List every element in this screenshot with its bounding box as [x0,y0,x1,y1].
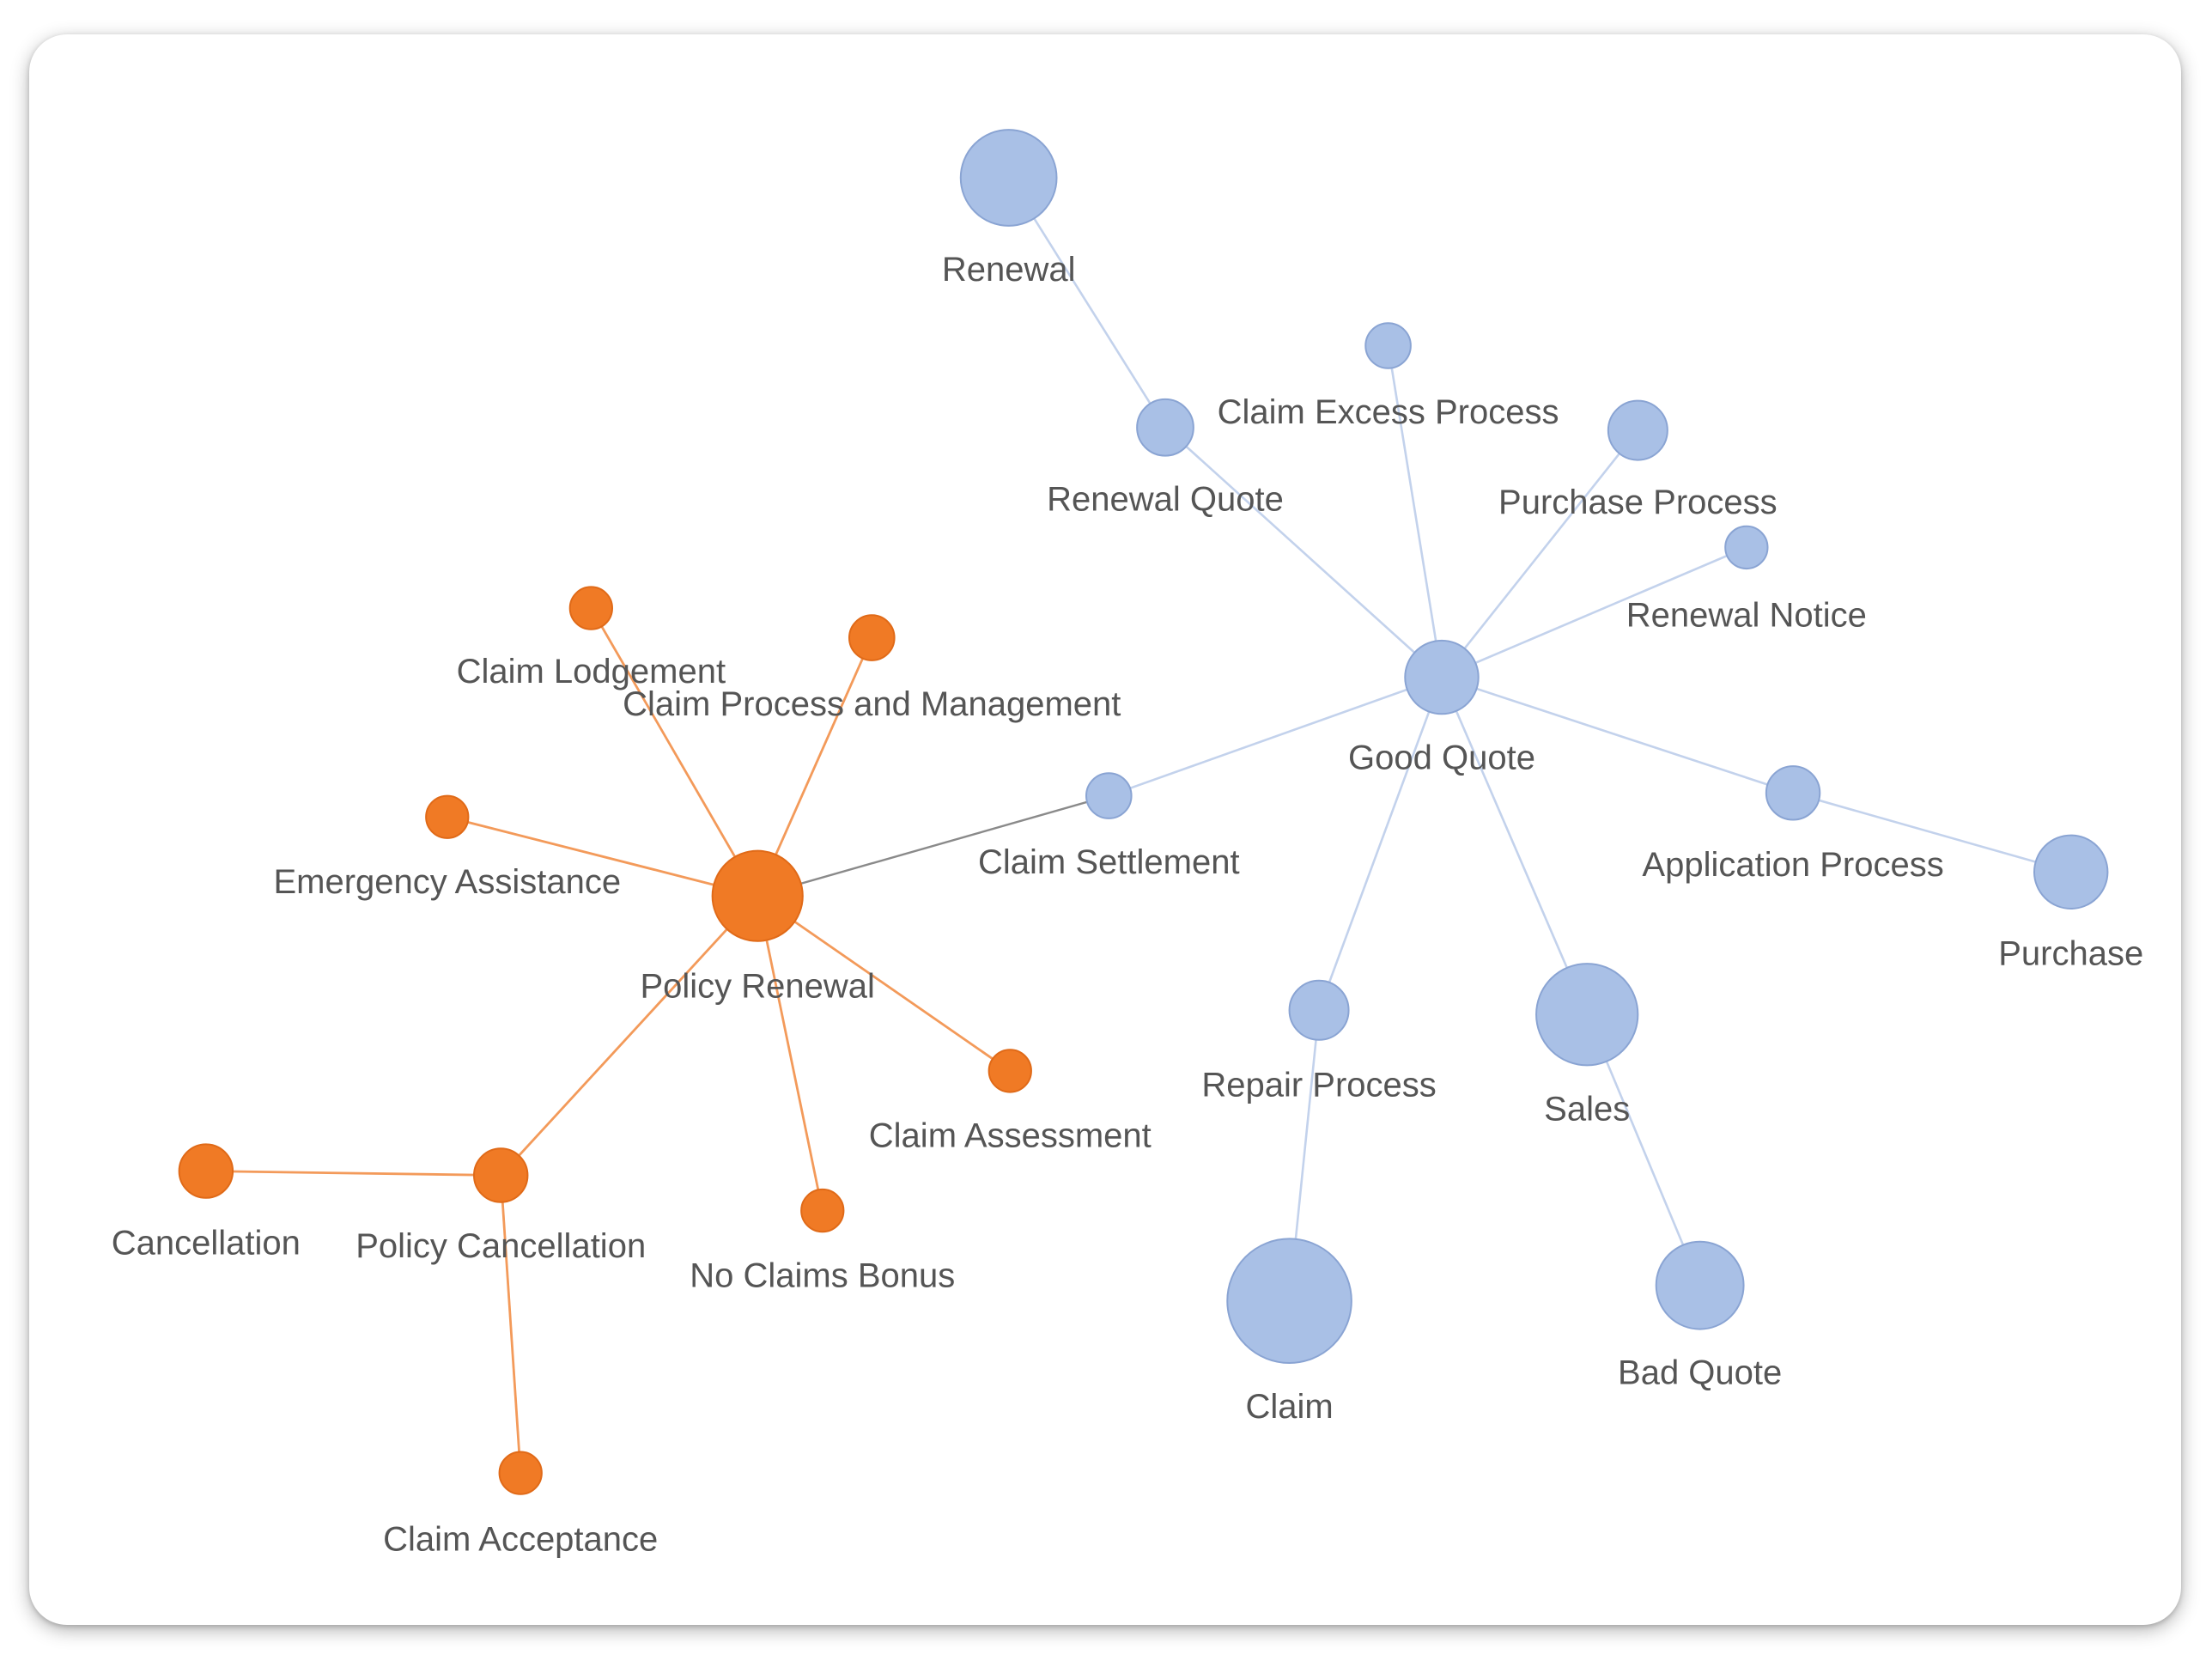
node-repair-process[interactable] [1288,979,1350,1041]
node-renewal-quote[interactable] [1136,398,1194,457]
edge-renewal_quote-good_quote [1164,426,1443,678]
node-label-policy-renewal: Policy Renewal [640,968,874,1006]
node-claim[interactable] [1226,1238,1352,1364]
node-purchase-process[interactable] [1607,399,1668,461]
node-label-cancellation: Cancellation [112,1225,301,1262]
node-label-renewal: Renewal [942,251,1076,289]
node-label-claim-lodgement: Claim Lodgement [457,653,726,691]
node-label-bad-quote: Bad Quote [1618,1354,1782,1392]
node-renewal[interactable] [959,129,1058,227]
node-bad-quote[interactable] [1655,1240,1745,1330]
node-label-claim-process-mgmt: Claim Process and Management [623,685,1121,723]
edge-policy_renewal-claim_assessment [757,895,1012,1073]
node-label-claim-acceptance: Claim Acceptance [383,1521,658,1559]
edge-claim_excess-good_quote [1387,345,1443,678]
edge-policy_renewal-policy_cancellation [500,895,759,1177]
node-claim-process-mgmt[interactable] [848,614,896,661]
edge-good_quote-repair_process [1317,677,1443,1011]
edge-good_quote-claim_settlement [1108,676,1443,797]
node-policy-cancellation[interactable] [473,1147,529,1203]
node-label-claim: Claim [1245,1388,1333,1426]
node-label-renewal-quote: Renewal Quote [1047,481,1284,519]
edge-policy_cancellation-claim_acceptance [499,1175,522,1474]
node-label-claim-assessment: Claim Assessment [869,1117,1152,1155]
node-label-emergency-assistance: Emergency Assistance [273,863,621,901]
edge-policy_renewal-claim_lodgement [590,607,759,897]
node-sales[interactable] [1535,963,1639,1067]
node-label-claim-excess: Claim Excess Process [1218,393,1559,431]
node-label-purchase: Purchase [1998,935,2143,973]
node-label-good-quote: Good Quote [1348,739,1535,776]
node-good-quote[interactable] [1404,639,1480,715]
node-label-sales: Sales [1544,1090,1630,1128]
node-label-renewal-notice: Renewal Notice [1626,596,1867,634]
node-label-claim-settlement: Claim Settlement [978,843,1240,881]
node-purchase[interactable] [2033,834,2109,910]
edge-good_quote-application_process [1441,676,1794,794]
edge-claim_settlement-policy_renewal [757,794,1109,897]
edge-policy_renewal-emergency_assistance [447,815,758,897]
edge-application_process-purchase [1792,792,2072,873]
edge-renewal-renewal_quote [1007,177,1167,429]
node-label-purchase-process: Purchase Process [1498,484,1778,521]
node-label-no-claims-bonus: No Claims Bonus [690,1256,955,1294]
edge-purchase_process-good_quote [1440,429,1639,678]
edge-renewal_notice-good_quote [1441,546,1747,678]
graph-card [29,34,2181,1625]
node-policy-renewal[interactable] [711,849,804,942]
edge-policy_renewal-no_claims_bonus [756,895,824,1211]
node-claim-acceptance[interactable] [498,1451,543,1495]
nodes-layer [178,129,2109,1495]
node-no-claims-bonus[interactable] [800,1188,845,1233]
node-application-process[interactable] [1765,765,1821,821]
node-cancellation[interactable] [178,1143,234,1199]
node-renewal-notice[interactable] [1724,525,1769,570]
node-claim-excess[interactable] [1364,322,1412,369]
edge-policy_renewal-claim_process_mgmt [756,637,873,897]
node-claim-lodgement[interactable] [568,586,613,630]
node-claim-assessment[interactable] [988,1049,1032,1093]
node-label-application-process: Application Process [1642,846,1943,884]
edge-policy_cancellation-cancellation [205,1170,501,1177]
edge-good_quote-sales [1440,677,1589,1015]
node-label-repair-process: Repair Process [1201,1067,1436,1104]
node-emergency-assistance[interactable] [425,794,470,839]
node-label-policy-cancellation: Policy Cancellation [356,1227,646,1265]
edges-layer [205,177,2072,1474]
node-claim-settlement[interactable] [1085,772,1133,819]
